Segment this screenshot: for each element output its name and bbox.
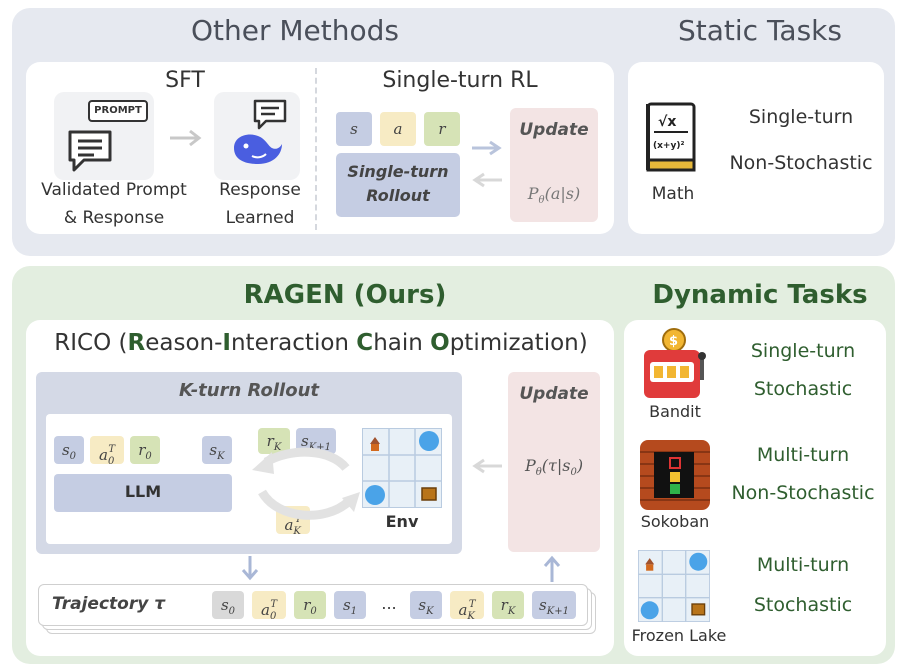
rollout-label-1: Single-turn (347, 162, 449, 181)
bandit-line-2: Stochastic (753, 378, 853, 400)
update-box (510, 108, 598, 222)
math-label: Math (651, 184, 695, 204)
sokoban-label: Sokoban (640, 512, 710, 531)
frozen-lake-label: Frozen Lake (631, 626, 727, 645)
traj-ellipsis: ... (381, 594, 397, 613)
chip-sK: sK (202, 436, 232, 464)
whale-icon (234, 134, 282, 164)
llm-label: LLM (124, 482, 162, 501)
frozen-lake-env-icon (362, 428, 442, 508)
static-tasks-title: Static Tasks (678, 14, 842, 47)
arrow-down-icon (241, 556, 259, 581)
chat-bubble-icon (68, 130, 112, 172)
prompt-tag: PROMPT (88, 100, 148, 122)
dynamic-tasks-title: Dynamic Tasks (652, 280, 868, 310)
sft-right-label-1: Response (219, 180, 301, 200)
math-book-icon: √x (x+y)² (646, 102, 696, 172)
single-turn-rollout-box (336, 153, 460, 217)
llm-box (54, 474, 232, 512)
traj-s0: s0 (212, 591, 244, 619)
frozen-lake-line-1: Multi-turn (756, 554, 850, 576)
policy-label-bottom: Pθ(τ|s0) (524, 456, 584, 479)
other-methods-title: Other Methods (190, 14, 399, 47)
env-label: Env (385, 512, 419, 531)
policy-label: Pθ(a|s) (527, 184, 581, 207)
bandit-line-1: Single-turn (750, 340, 856, 362)
chip-a0: a0T (90, 436, 124, 467)
traj-rK: rK (492, 591, 524, 619)
traj-sK1: sK+1 (532, 591, 576, 619)
frozen-lake-icon (638, 550, 710, 622)
rollout-label-2: Rollout (366, 186, 430, 205)
traj-s1: s1 (334, 591, 366, 619)
svg-text:√x: √x (658, 114, 676, 130)
rico-title: RICO (Reason-Interaction Chain Optimizat… (54, 330, 588, 356)
traj-a0: a0T (252, 591, 286, 622)
static-line-2: Non-Stochastic (729, 152, 873, 174)
loop-arrows-icon (252, 447, 360, 520)
svg-text:$: $ (669, 334, 678, 349)
traj-r0: r0 (294, 591, 326, 619)
ragen-title: RAGEN (Ours) (243, 280, 447, 310)
chip-s0: s0 (54, 436, 84, 464)
chip-s: s (336, 112, 372, 146)
update-label: Update (519, 120, 589, 140)
slot-machine-icon: $ (644, 328, 706, 398)
traj-aK: aKT (450, 591, 484, 622)
arrow-left-icon (472, 458, 502, 474)
sft-left-label-1: Validated Prompt (41, 180, 187, 200)
svg-text:(x+y)²: (x+y)² (653, 141, 684, 151)
frozen-lake-line-2: Stochastic (753, 594, 853, 616)
arrow-left-icon (472, 172, 502, 188)
chip-r0: r0 (130, 436, 160, 464)
update-label-bottom: Update (519, 384, 589, 404)
sokoban-icon (640, 440, 710, 510)
arrow-right-icon (472, 140, 502, 156)
sft-title: SFT (165, 68, 205, 93)
sft-left-label-2: & Response (63, 208, 165, 228)
bandit-label: Bandit (649, 402, 701, 421)
divider (315, 68, 317, 230)
sokoban-line-2: Non-Stochastic (731, 482, 875, 504)
chip-a: a (380, 112, 416, 146)
arrow-right-icon (170, 129, 202, 147)
chip-rK: rK (258, 428, 290, 454)
update-box-bottom (508, 372, 600, 552)
sft-right-label-2: Learned (225, 208, 295, 228)
chat-bubble-small-icon (253, 99, 287, 130)
k-turn-rollout-title: K-turn Rollout (178, 380, 320, 401)
chip-r: r (424, 112, 460, 146)
static-line-1: Single-turn (748, 106, 854, 128)
trajectory-label: Trajectory τ (52, 594, 166, 614)
single-turn-rl-title: Single-turn RL (382, 68, 538, 93)
sokoban-line-1: Multi-turn (756, 444, 850, 466)
arrow-up-icon (543, 555, 561, 582)
traj-sK: sK (410, 591, 442, 619)
